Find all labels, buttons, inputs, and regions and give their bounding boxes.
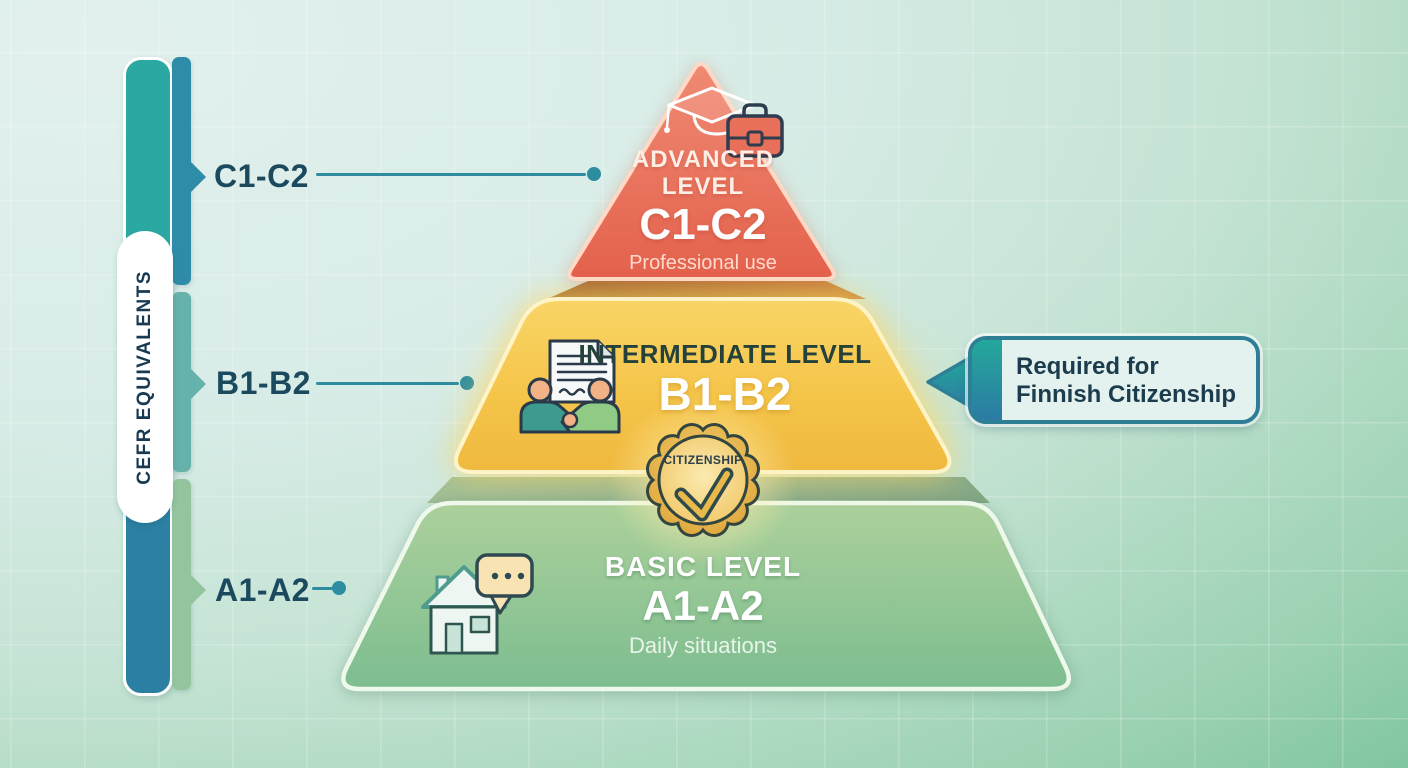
connector-line-a1a2 <box>312 587 333 590</box>
tier-intermediate-title: INTERMEDIATE LEVEL <box>578 339 872 369</box>
briefcase-icon <box>726 103 784 158</box>
level-label-a1a2: A1-A2 <box>215 572 310 608</box>
tier-advanced-subtitle: Professional use <box>629 251 777 274</box>
callout-accent-stripe <box>972 340 1002 420</box>
citizenship-badge-seal <box>646 423 760 537</box>
tier-intermediate-code: B1-B2 <box>658 368 792 421</box>
connector-line-b1b2 <box>316 382 459 385</box>
citizenship-badge-label: CITIZENSHIP <box>663 453 743 467</box>
tier-advanced-text: ADVANCED LEVEL C1-C2 Professional use <box>528 146 878 275</box>
graduation-cap-icon <box>664 86 757 136</box>
checkmark-icon <box>674 467 734 522</box>
tier-intermediate-text: INTERMEDIATE LEVEL B1-B2 <box>560 339 890 421</box>
cefr-rail-title-pill: CEFR EQUIVALENTS <box>117 231 173 523</box>
connector-dot-a1a2 <box>332 581 346 595</box>
tier-basic-text: BASIC LEVEL A1-A2 Daily situations <box>543 552 863 659</box>
rail-segment-c1c2 <box>172 57 191 285</box>
shadow-band-upper <box>547 281 866 299</box>
rail-segment-b1b2 <box>172 292 191 472</box>
contract-handshake-icon <box>519 339 621 434</box>
connector-dot-b1b2 <box>460 376 474 390</box>
connector-dot-c1c2 <box>587 167 601 181</box>
tier-advanced-title: ADVANCED LEVEL <box>631 146 775 200</box>
callout-arrow-icon <box>926 351 980 411</box>
tier-basic-subtitle: Daily situations <box>629 633 777 659</box>
connector-line-c1c2 <box>316 173 586 176</box>
level-label-b1b2: B1-B2 <box>216 365 311 401</box>
tier-advanced-shape <box>567 61 836 281</box>
level-label-c1c2: C1-C2 <box>214 158 309 194</box>
tier-basic-shape <box>341 500 1071 692</box>
callout-text: Required for Finnish Citizenship <box>1016 353 1236 410</box>
tier-basic-code: A1-A2 <box>642 582 764 630</box>
callout-text-line2: Finnish Citizenship <box>1016 381 1236 409</box>
citizenship-callout: Required for Finnish Citizenship <box>968 336 1260 424</box>
callout-text-line1: Required for <box>1016 353 1159 380</box>
tier-basic-title: BASIC LEVEL <box>604 551 802 582</box>
speech-bubble-icon <box>475 553 534 615</box>
tier-advanced-code: C1-C2 <box>639 199 767 249</box>
rail-segment-a1a2 <box>172 479 191 690</box>
